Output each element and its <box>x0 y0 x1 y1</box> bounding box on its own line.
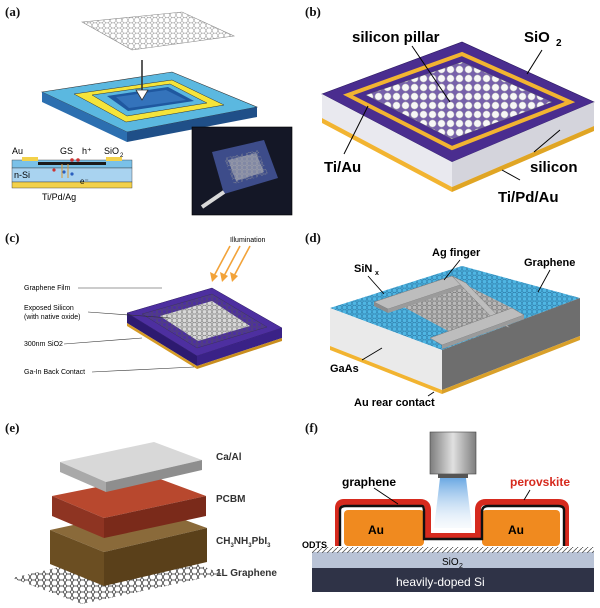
label-caal: Ca/Al <box>216 452 242 463</box>
label-pcbm: PCBM <box>216 494 245 505</box>
panel-b: (b) silicon pillar SiO 2 Ti/Au silicon T… <box>302 2 598 222</box>
label-tipdau: Ti/Pd/Au <box>498 189 559 206</box>
label-eminus: e⁻ <box>80 177 89 186</box>
label-nsi: n-Si <box>14 170 30 180</box>
graphene-sheet <box>81 11 236 51</box>
si-substrate <box>312 568 594 592</box>
panel-c-diagram: Illumination Graphene Film Exposed Silic… <box>24 237 283 376</box>
panel-d-diagram: SiN x Ag finger Graphene GaAs Au rear co… <box>330 247 580 409</box>
label-perovskite-formula: CH3NH3PbI3 <box>216 536 271 549</box>
label-gain-contact: Ga-In Back Contact <box>24 369 85 376</box>
panel-label: (e) <box>5 420 20 435</box>
label-tipdag: Ti/Pd/Ag <box>42 192 76 202</box>
label-odts: ODTS <box>302 540 327 550</box>
label-ag-finger: Ag finger <box>432 247 481 259</box>
label-sio2: SiO <box>104 146 119 156</box>
label-au-left: Au <box>368 523 384 537</box>
panel-label: (f) <box>305 420 318 435</box>
label-tiau: Ti/Au <box>324 159 361 176</box>
label-sinx: SiN <box>354 263 372 275</box>
label-1l-graphene: 1L Graphene <box>216 568 277 579</box>
panel-label: (b) <box>305 4 321 19</box>
label-au-rear: Au rear contact <box>354 397 435 409</box>
panel-e: (e) Ca/Al PCBM CH3NH3PbI3 1L Graphene <box>2 418 298 606</box>
panel-b-diagram: silicon pillar SiO 2 Ti/Au silicon Ti/Pd… <box>321 29 595 206</box>
panel-label: (c) <box>5 230 20 245</box>
label-sinx-sub: x <box>375 270 379 277</box>
label-sio2: SiO <box>442 557 459 568</box>
label-exposed-silicon: Exposed Silicon <box>24 305 74 312</box>
panel-f: (f) <box>302 418 598 606</box>
panel-label: (a) <box>5 4 21 19</box>
panel-a: (a) <box>2 2 298 222</box>
label-graphene: Graphene <box>524 257 575 269</box>
label-gaas: GaAs <box>330 363 359 375</box>
panel-f-diagram: graphene perovskite Au Au ODTS SiO 2 hea… <box>302 431 594 592</box>
label-hplus: h⁺ <box>82 146 92 156</box>
label-graphene: graphene <box>342 475 396 489</box>
label-sio2-300nm: 300nm SiO2 <box>24 341 63 348</box>
label-gs: GS <box>60 146 73 156</box>
panel-label: (d) <box>305 230 321 245</box>
label-illumination: Illumination <box>230 237 266 244</box>
panel-e-diagram: Ca/Al PCBM CH3NH3PbI3 1L Graphene <box>12 442 277 604</box>
panel-d: (d) SiN x Ag finger Graphene <box>302 228 598 414</box>
label-silicon: silicon <box>530 159 578 176</box>
label-sio2-sub: 2 <box>120 153 124 159</box>
label-perovskite: perovskite <box>510 475 570 489</box>
label-graphene-film: Graphene Film <box>24 285 70 292</box>
label-sio2: SiO <box>524 29 550 46</box>
label-au-right: Au <box>508 523 524 537</box>
label-heavily-doped-si: heavily-doped Si <box>396 575 485 589</box>
label-pillar: silicon pillar <box>352 29 440 46</box>
panel-c: (c) Illumination Graphene Film Exposed S… <box>2 228 298 414</box>
panel-a-diagram: Au GS h⁺ SiO 2 n-Si e⁻ Ti/Pd/Ag <box>11 11 293 216</box>
label-native-oxide: (with native oxide) <box>24 314 80 321</box>
label-sio2-sub: 2 <box>459 563 463 570</box>
label-sio2-sub: 2 <box>556 38 562 49</box>
label-au: Au <box>12 146 23 156</box>
